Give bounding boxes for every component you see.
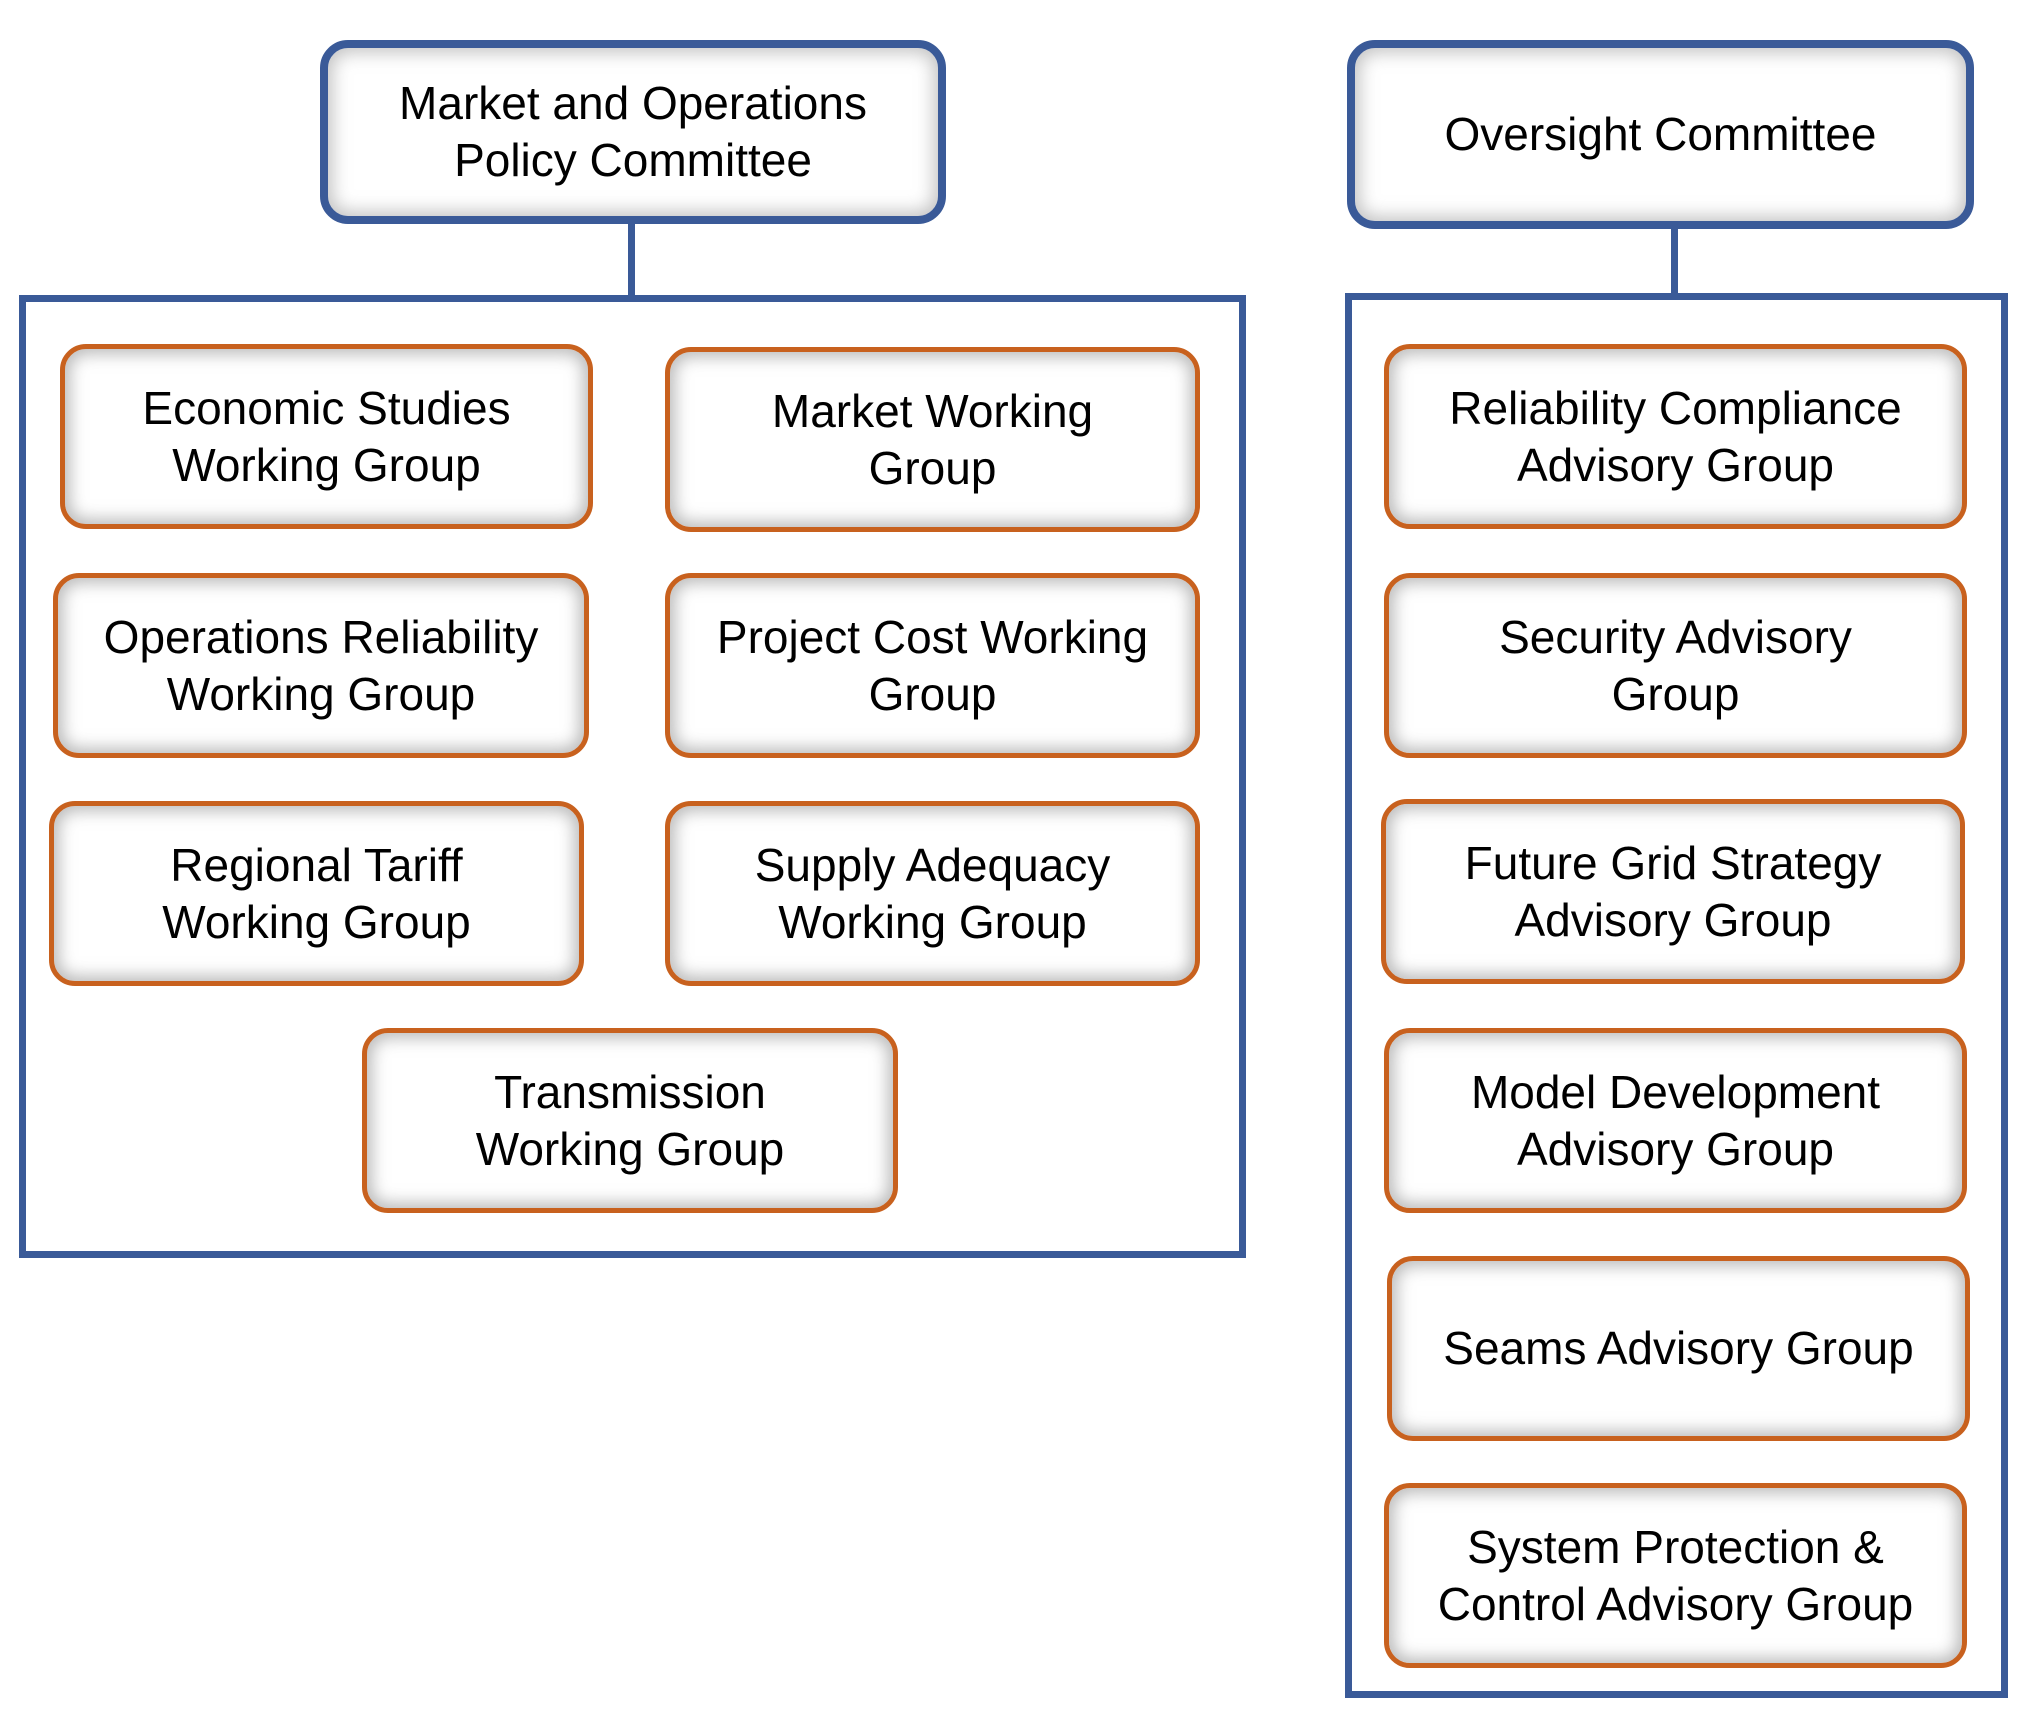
mopc-connector-line xyxy=(628,222,635,298)
system-protection-control-advisory-group-node: System Protection & Control Advisory Gro… xyxy=(1384,1483,1967,1668)
supply-adequacy-working-group-node: Supply Adequacy Working Group xyxy=(665,801,1200,986)
seams-advisory-group-node: Seams Advisory Group xyxy=(1387,1256,1970,1441)
project-cost-working-group-node: Project Cost Working Group xyxy=(665,573,1200,758)
oversight-connector-line xyxy=(1671,227,1678,297)
transmission-working-group-node: Transmission Working Group xyxy=(362,1028,898,1213)
oversight-committee-node: Oversight Committee xyxy=(1347,40,1974,229)
economic-studies-working-group-node: Economic Studies Working Group xyxy=(60,344,593,529)
security-advisory-group-node: Security Advisory Group xyxy=(1384,573,1967,758)
operations-reliability-working-group-node: Operations Reliability Working Group xyxy=(53,573,589,758)
reliability-compliance-advisory-group-node: Reliability Compliance Advisory Group xyxy=(1384,344,1967,529)
regional-tariff-working-group-node: Regional Tariff Working Group xyxy=(49,801,584,986)
mopc-committee-node: Market and Operations Policy Committee xyxy=(320,40,946,224)
model-development-advisory-group-node: Model Development Advisory Group xyxy=(1384,1028,1967,1213)
future-grid-strategy-advisory-group-node: Future Grid Strategy Advisory Group xyxy=(1381,799,1965,984)
market-working-group-node: Market Working Group xyxy=(665,347,1200,532)
